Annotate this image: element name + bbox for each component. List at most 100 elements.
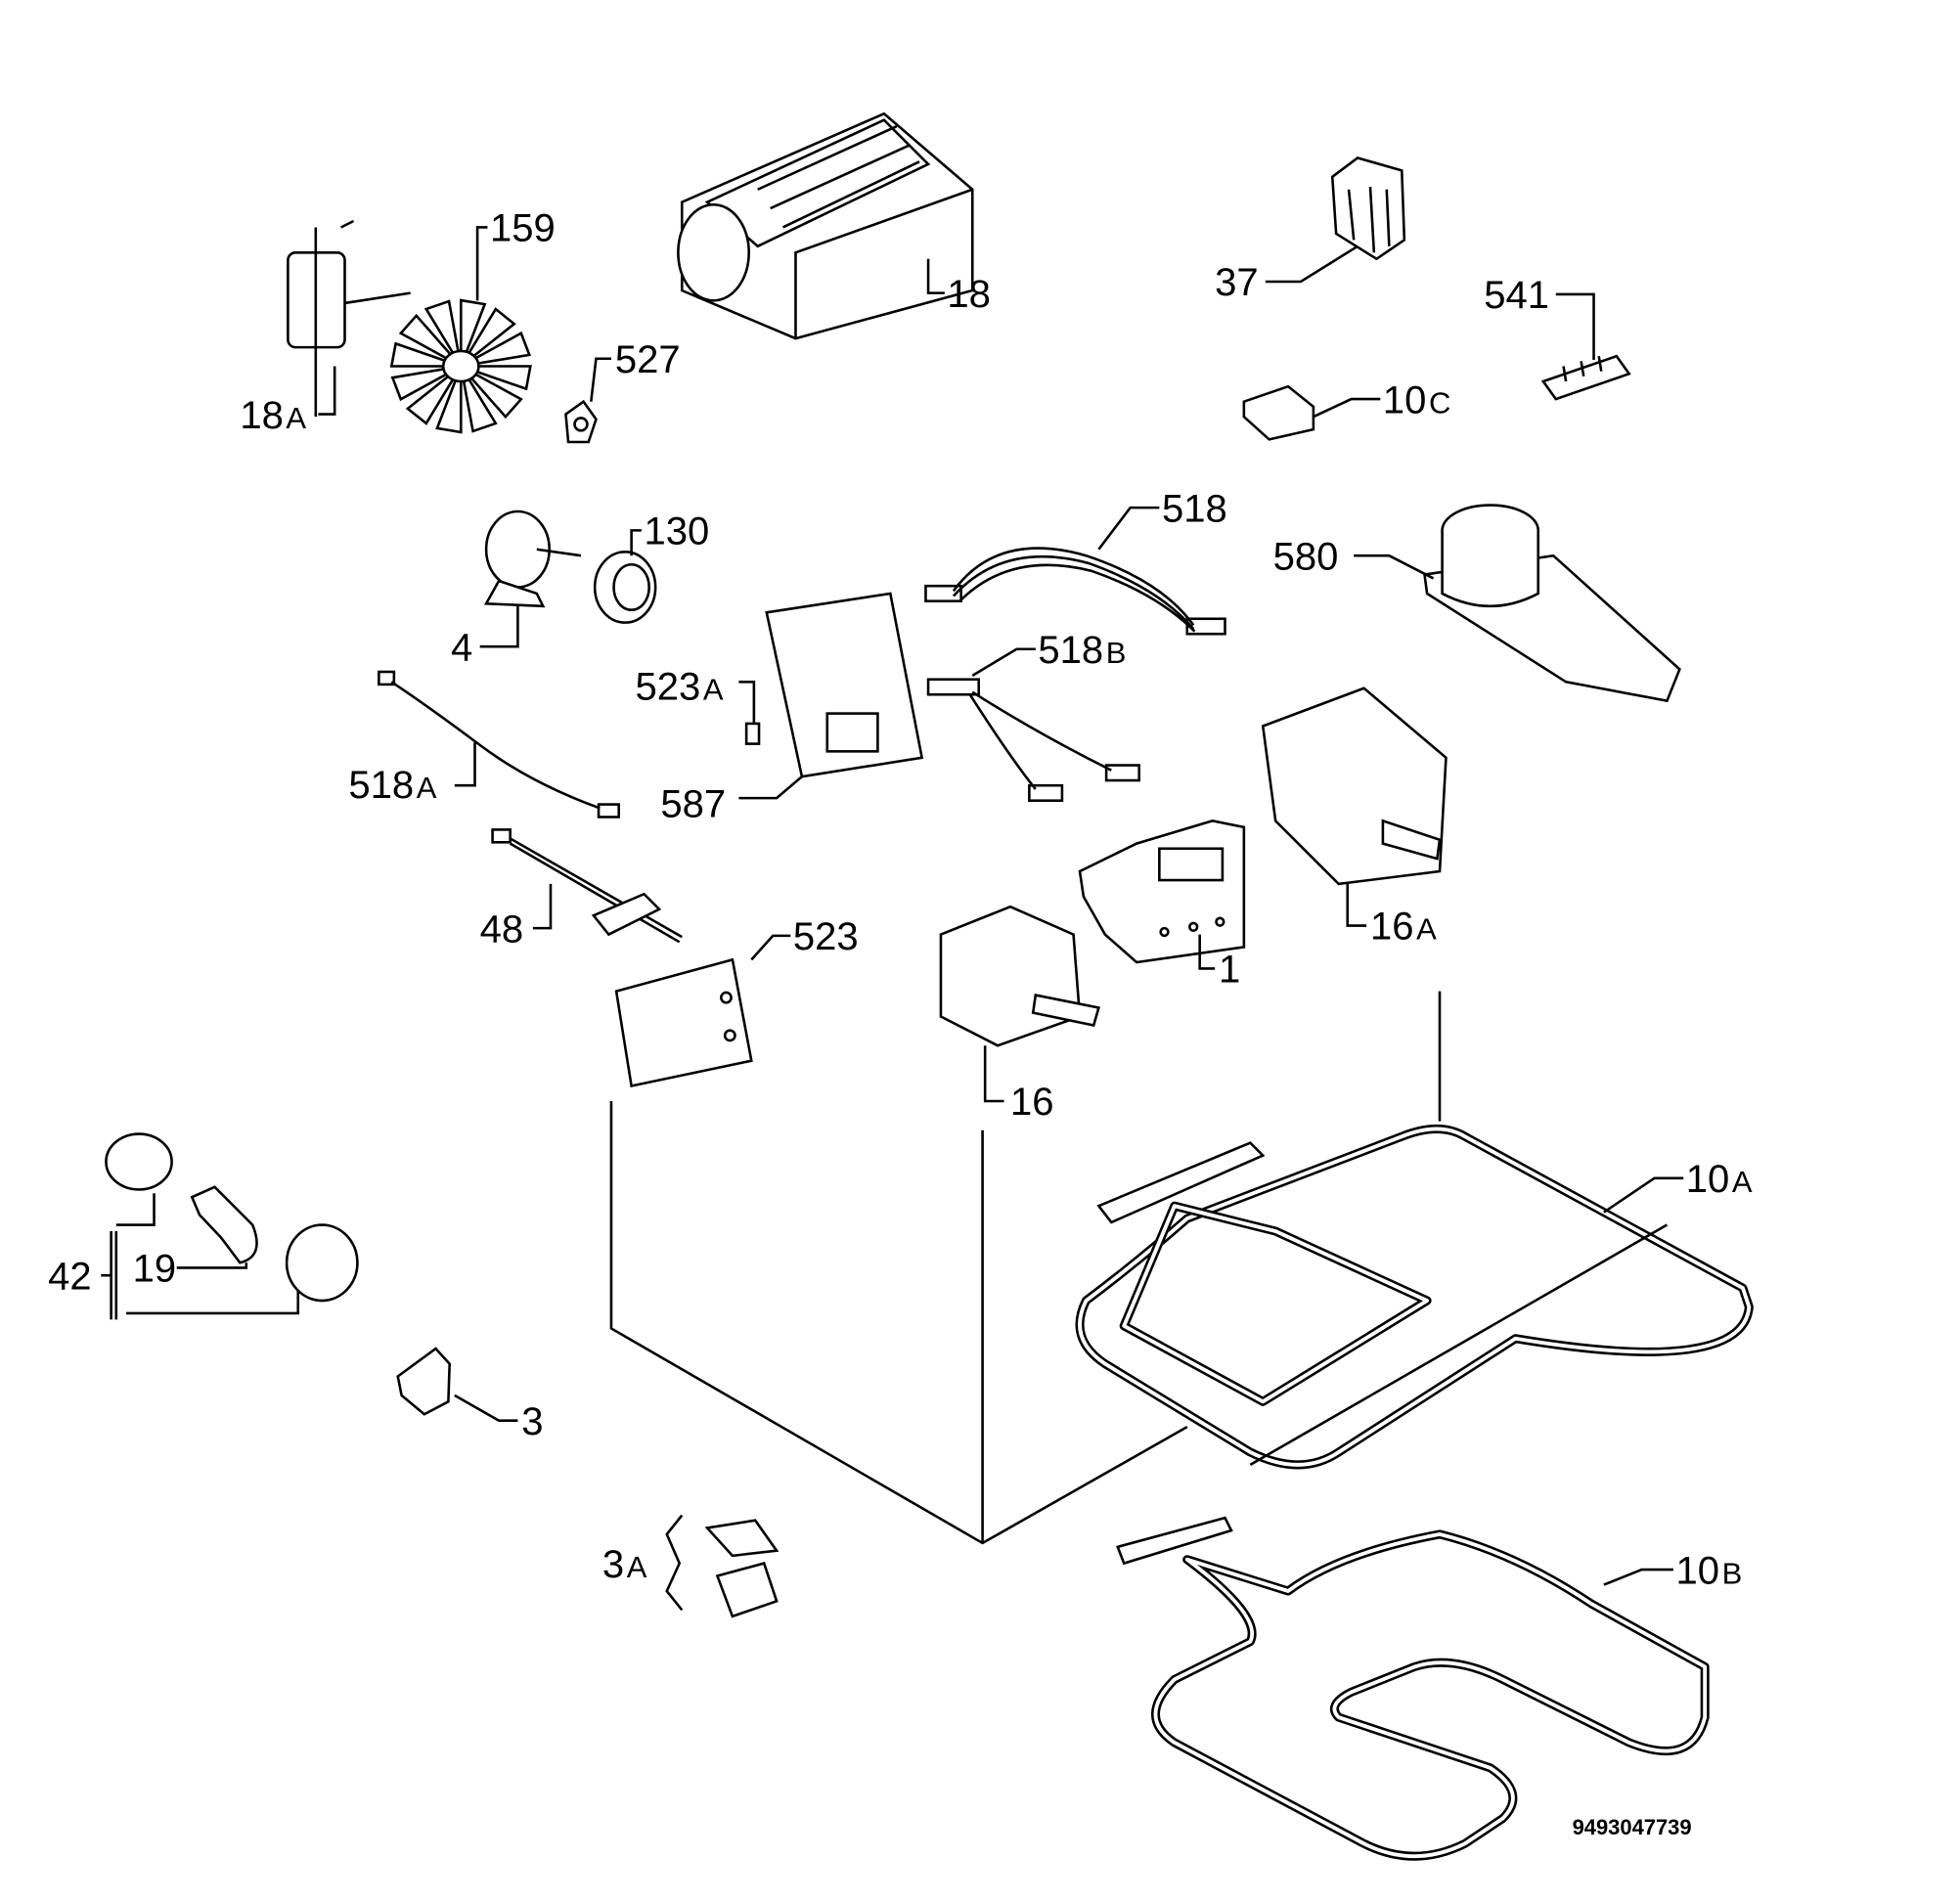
part-label-3: 3: [521, 1400, 543, 1443]
part-number: 4: [451, 626, 472, 669]
leader-lines: [101, 226, 1684, 1586]
part-number: 580: [1273, 535, 1339, 578]
part-number: 518: [1162, 487, 1227, 530]
part-suffix: A: [1732, 1165, 1753, 1199]
fan-blade-vane: [390, 365, 462, 402]
part-48-temperature-sensor: [491, 828, 683, 944]
part-16A-selector-switch: [1261, 686, 1448, 886]
part-label-19: 19: [133, 1248, 177, 1291]
part-number: 18: [240, 394, 284, 437]
part-number: 130: [645, 510, 710, 553]
part-label-1: 1: [1219, 949, 1240, 992]
part-number: 37: [1215, 261, 1259, 304]
part-number: 10: [1675, 1549, 1719, 1592]
part-10C-clip: [1242, 384, 1315, 441]
part-number: 3: [521, 1400, 543, 1443]
fan-blade-vane: [405, 365, 463, 425]
part-580-motor-assembly: [1423, 504, 1681, 703]
part-number: 1: [1219, 949, 1240, 992]
drawing-code: 9493047739: [1573, 1815, 1692, 1839]
part-4-motor: [483, 509, 582, 608]
part-10B-bottom-element: [1116, 1516, 1710, 1861]
part-suffix: C: [1429, 385, 1450, 420]
fan-hub: [441, 349, 480, 383]
part-label-527: 527: [615, 338, 681, 381]
part-16-selector-switch: [939, 905, 1101, 1047]
part-130-seal-ring: [593, 551, 657, 624]
part-label-42: 42: [48, 1255, 92, 1298]
part-label-587: 587: [660, 782, 726, 825]
part-suffix: A: [417, 771, 437, 805]
fan-blade-vane: [460, 365, 498, 433]
part-541-connector: [1540, 354, 1631, 401]
part-suffix: B: [1106, 636, 1127, 670]
part-number: 48: [480, 907, 524, 951]
part-suffix: A: [703, 672, 724, 706]
fan-blade-vane: [460, 331, 532, 368]
part-number: 10: [1686, 1158, 1730, 1201]
part-527-nut: [564, 399, 598, 444]
part-label-37: 37: [1215, 261, 1259, 304]
part-label-16: 16: [1010, 1081, 1054, 1124]
part-159-fan-blade: [389, 298, 532, 434]
part-523A-connector: [744, 722, 761, 745]
part-10A-grill-element: [1075, 1124, 1754, 1470]
part-42-lamp-assembly: [105, 1132, 359, 1320]
part-number: 3: [602, 1543, 624, 1586]
part-number: 523: [793, 915, 859, 958]
part-18A-fan-motor: [287, 219, 411, 418]
part-suffix: B: [1722, 1556, 1743, 1590]
part-suffix: A: [627, 1550, 647, 1584]
cabinet-outline: [609, 991, 1442, 1545]
part-1-electronic-timer: [1078, 819, 1246, 964]
part-number: 19: [133, 1248, 177, 1291]
part-label-48: 48: [480, 907, 524, 951]
part-number: 16: [1370, 906, 1414, 949]
part-518A-cable: [378, 670, 620, 819]
part-number: 518: [1038, 629, 1103, 672]
fan-blade-vane: [460, 365, 523, 420]
part-518B-wire-harness: [926, 678, 1140, 802]
part-number: 523: [635, 665, 700, 708]
part-523-bracket: [614, 957, 753, 1088]
part-number: 16: [1010, 1081, 1054, 1124]
part-label-130: 130: [645, 510, 710, 553]
fan-blade-vane: [398, 313, 463, 368]
part-suffix: A: [286, 401, 306, 435]
part-number: 159: [490, 207, 556, 250]
fan-blade-vane: [460, 298, 487, 367]
part-label-18: 18: [947, 273, 991, 316]
part-label-159: 159: [490, 207, 556, 250]
part-587-control-board: [765, 592, 924, 778]
fan-blade-vane: [435, 366, 463, 434]
part-label-541: 541: [1484, 274, 1549, 317]
part-37-bracket: [1330, 156, 1406, 261]
part-number: 587: [660, 782, 726, 825]
fan-blade-vane: [423, 299, 463, 368]
part-number: 18: [947, 273, 991, 316]
part-518-wire-harness: [924, 547, 1226, 636]
part-18-tangential-fan: [677, 111, 974, 340]
part-number: 518: [348, 764, 414, 807]
part-label-523: 523: [793, 915, 859, 958]
part-3-thermostat: [396, 1347, 451, 1416]
part-3A-thermostat: [665, 1514, 780, 1618]
part-suffix: A: [1416, 912, 1437, 947]
part-label-518: 518: [1162, 487, 1227, 530]
part-number: 42: [48, 1255, 92, 1298]
part-number: 527: [615, 338, 681, 381]
part-label-4: 4: [451, 626, 472, 669]
fan-blade-vane: [460, 307, 516, 368]
part-label-580: 580: [1273, 535, 1339, 578]
